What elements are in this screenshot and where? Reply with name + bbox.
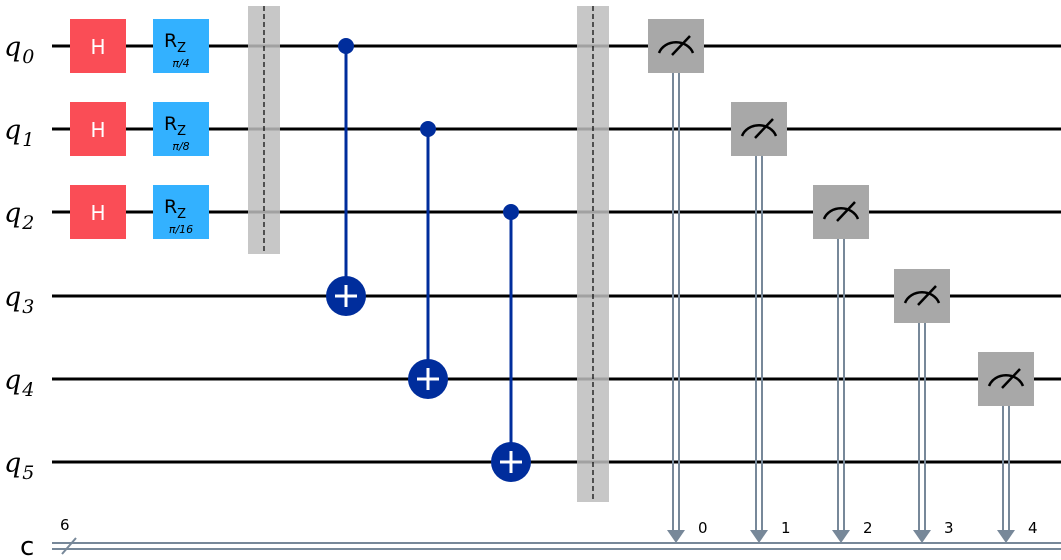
- measure-clbit-index: 3: [944, 519, 954, 537]
- cnot-control-dot: [420, 121, 436, 137]
- rz-gate-letter: R: [164, 196, 177, 218]
- qubit-label-letter: q: [4, 32, 21, 63]
- meter-icon: [822, 207, 860, 220]
- measure-clbit-index: 2: [863, 519, 873, 537]
- meter-needle-icon: [1001, 368, 1021, 389]
- meter-icon: [987, 374, 1025, 387]
- classical-register-label: c: [20, 532, 34, 560]
- rz-gate-param: π/8: [172, 140, 189, 153]
- qubit-label-index: 5: [22, 462, 34, 484]
- classical-bundle-slash: [61, 537, 77, 555]
- meter-icon: [740, 124, 778, 137]
- qubit-label-letter: q: [4, 282, 21, 313]
- meter-needle-icon: [836, 201, 856, 222]
- qubit-label-0: q0: [4, 32, 34, 68]
- rz-gate-name: RZ: [164, 30, 186, 56]
- qubit-label-letter: q: [4, 198, 21, 229]
- measure-gate: [978, 352, 1034, 406]
- measure-gate: [731, 102, 787, 156]
- meter-icon: [657, 41, 695, 54]
- rz-gate-name: RZ: [164, 113, 186, 139]
- rz-gate: [153, 19, 209, 73]
- h-gate-label: H: [90, 118, 105, 142]
- qubit-label-3: q3: [4, 282, 34, 318]
- rz-gate-name: RZ: [164, 196, 186, 222]
- meter-needle-icon: [917, 285, 937, 306]
- measure-clbit-index: 4: [1028, 519, 1038, 537]
- qubit-label-index: 3: [22, 296, 34, 318]
- rz-gate: [153, 185, 209, 239]
- qubit-label-letter: q: [4, 115, 21, 146]
- qubit-label-index: 4: [21, 379, 34, 401]
- rz-gate-subscript: Z: [177, 41, 186, 56]
- qubit-label-1: q1: [4, 115, 34, 151]
- measure-arrowhead: [913, 530, 931, 543]
- measure-arrowhead: [997, 530, 1015, 543]
- classical-register-size: 6: [60, 516, 70, 534]
- cnot-control-dot: [338, 38, 354, 54]
- qubit-label-letter: q: [4, 448, 21, 479]
- qubit-label-4: q4: [4, 365, 34, 401]
- qubit-label-index: 1: [22, 129, 34, 151]
- rz-gate-subscript: Z: [177, 207, 186, 222]
- qubit-label-2: q2: [4, 198, 34, 234]
- measure-gate: [648, 19, 704, 73]
- rz-gate: [153, 102, 209, 156]
- measure-arrowhead: [667, 530, 685, 543]
- qubit-label-5: q5: [4, 448, 34, 484]
- cnot-control-dot: [503, 204, 519, 220]
- h-gate: [70, 19, 126, 73]
- rz-gate-param: π/4: [172, 57, 189, 70]
- rz-gate-param: π/16: [169, 223, 193, 236]
- measure-arrowhead: [832, 530, 850, 543]
- rz-gate-letter: R: [164, 113, 177, 135]
- h-gate-label: H: [90, 35, 105, 59]
- h-gate-label: H: [90, 201, 105, 225]
- h-gate: [70, 102, 126, 156]
- measure-gate: [894, 269, 950, 323]
- measure-gate: [813, 185, 869, 239]
- rz-gate-letter: R: [164, 30, 177, 52]
- qubit-label-index: 0: [22, 46, 34, 68]
- qubit-label-letter: q: [4, 365, 21, 396]
- measure-clbit-index: 1: [781, 519, 791, 537]
- h-gate: [70, 185, 126, 239]
- meter-icon: [903, 291, 941, 304]
- measure-clbit-index: 0: [698, 519, 708, 537]
- meter-needle-icon: [754, 118, 774, 139]
- qubit-label-index: 2: [21, 212, 34, 234]
- meter-needle-icon: [671, 35, 691, 56]
- rz-gate-subscript: Z: [177, 124, 186, 139]
- measure-arrowhead: [750, 530, 768, 543]
